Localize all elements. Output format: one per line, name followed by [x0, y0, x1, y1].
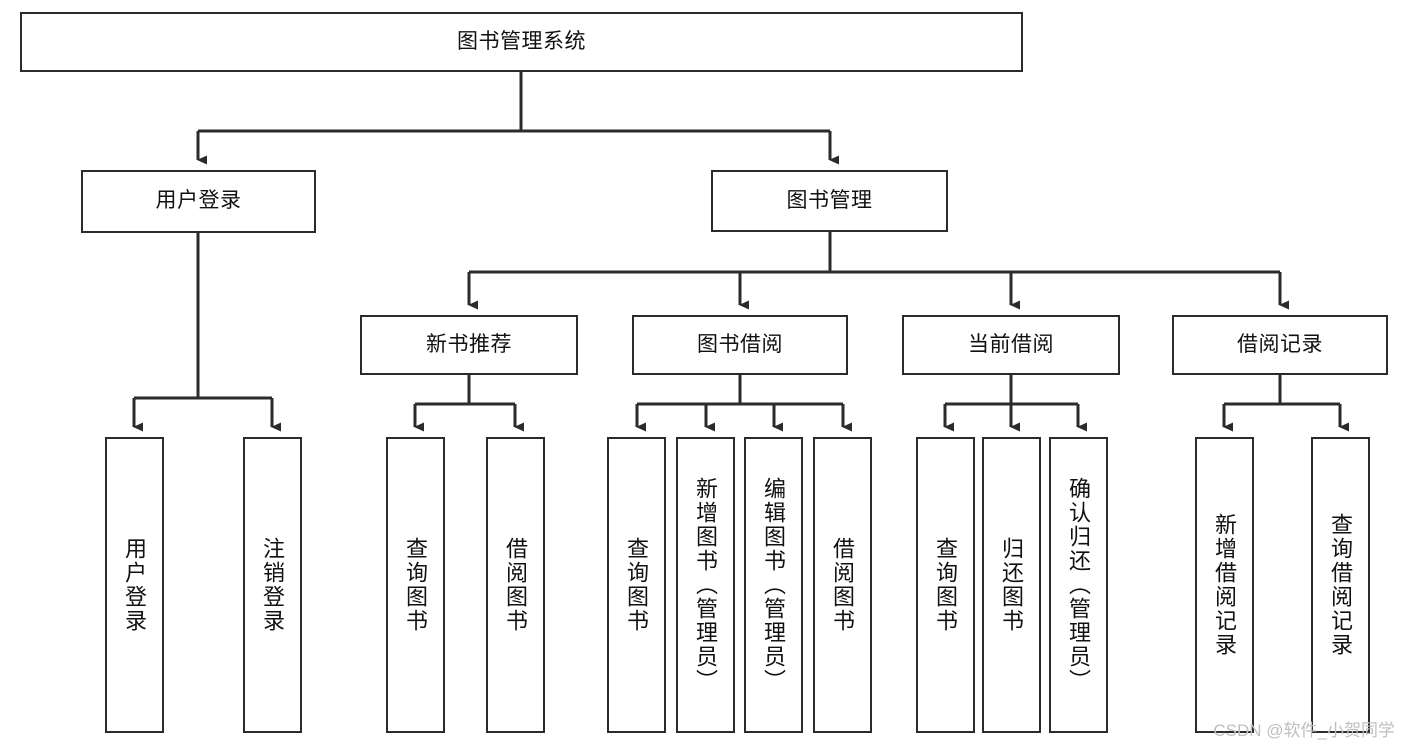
- node-label: 图书借阅: [697, 332, 783, 356]
- node-label: 借阅图书: [503, 537, 529, 633]
- leaf-confirm-return-admin[interactable]: 确认归还（管理员）: [1049, 437, 1108, 733]
- node-label: 图书管理系统: [457, 29, 586, 53]
- node-label: 确认归还（管理员）: [1066, 477, 1092, 693]
- node-label: 用户登录: [155, 189, 242, 213]
- node-label: 查询图书: [933, 537, 959, 633]
- node-new-book-recommend[interactable]: 新书推荐: [360, 315, 578, 375]
- node-root-book-management-system[interactable]: 图书管理系统: [20, 12, 1023, 72]
- leaf-edit-book-admin[interactable]: 编辑图书（管理员）: [744, 437, 803, 733]
- leaf-logout-login[interactable]: 注销登录: [243, 437, 302, 733]
- leaf-borrow-book[interactable]: 借阅图书: [813, 437, 872, 733]
- node-label: 编辑图书（管理员）: [761, 477, 787, 693]
- node-label: 归还图书: [999, 537, 1025, 633]
- leaf-query-book-recommend[interactable]: 查询图书: [386, 437, 445, 733]
- leaf-add-book-admin[interactable]: 新增图书（管理员）: [676, 437, 735, 733]
- node-label: 查询借阅记录: [1328, 513, 1354, 657]
- node-label: 新增图书（管理员）: [693, 477, 719, 693]
- leaf-user-login[interactable]: 用户登录: [105, 437, 164, 733]
- node-label: 图书管理: [786, 188, 873, 212]
- node-label: 借阅记录: [1237, 332, 1323, 356]
- node-label: 查询图书: [624, 537, 650, 633]
- node-label: 新增借阅记录: [1212, 513, 1238, 657]
- leaf-query-book-current[interactable]: 查询图书: [916, 437, 975, 733]
- leaf-query-book-borrow[interactable]: 查询图书: [607, 437, 666, 733]
- node-label: 注销登录: [260, 537, 286, 633]
- node-user-login[interactable]: 用户登录: [81, 170, 316, 233]
- node-label: 当前借阅: [968, 332, 1054, 356]
- node-label: 借阅图书: [830, 537, 856, 633]
- node-label: 用户登录: [122, 537, 148, 633]
- node-current-borrow[interactable]: 当前借阅: [902, 315, 1120, 375]
- node-label: 新书推荐: [426, 332, 512, 356]
- node-borrow-record[interactable]: 借阅记录: [1172, 315, 1388, 375]
- leaf-borrow-book-recommend[interactable]: 借阅图书: [486, 437, 545, 733]
- leaf-return-book[interactable]: 归还图书: [982, 437, 1041, 733]
- node-book-management[interactable]: 图书管理: [711, 170, 948, 232]
- leaf-query-borrow-record[interactable]: 查询借阅记录: [1311, 437, 1370, 733]
- node-label: 查询图书: [403, 537, 429, 633]
- leaf-add-borrow-record[interactable]: 新增借阅记录: [1195, 437, 1254, 733]
- node-book-borrow[interactable]: 图书借阅: [632, 315, 848, 375]
